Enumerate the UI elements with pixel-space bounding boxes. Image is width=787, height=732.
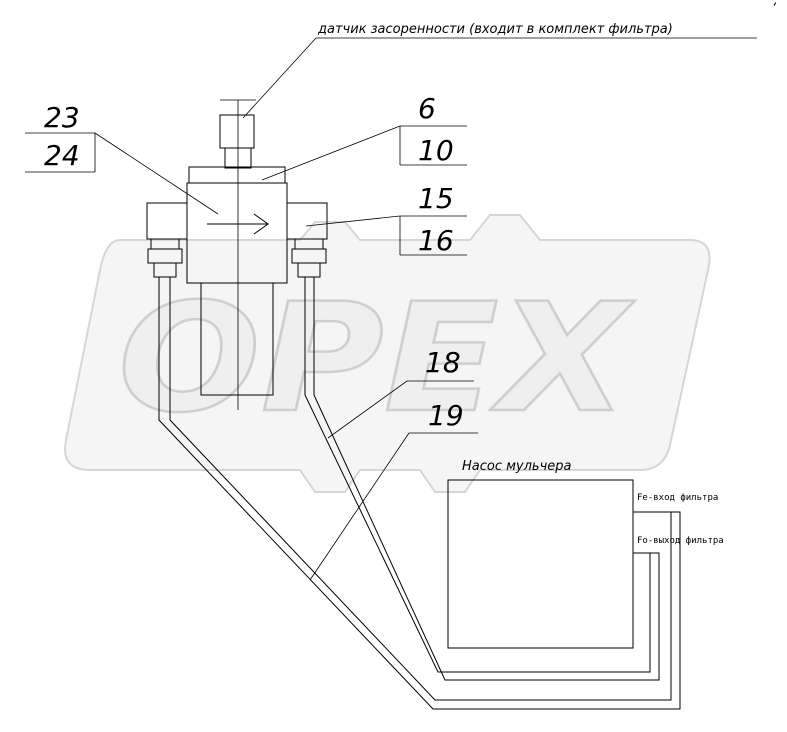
pump-label: Насос мульчера	[462, 459, 572, 474]
hose-right-line-inner	[304, 277, 651, 673]
callout-19-leader	[309, 432, 410, 581]
callout-6-leader	[261, 125, 401, 181]
callout-18-leader	[327, 380, 408, 439]
callout-23: 23	[44, 101, 80, 134]
mulcher-pump-box	[447, 479, 634, 649]
callout-24: 24	[44, 139, 80, 172]
watermark-logo: OPEX	[64, 214, 711, 493]
watermark-gear-shape	[64, 214, 711, 493]
port-out-label: Fo-выход фильтра	[637, 536, 724, 546]
callout-15: 15	[418, 182, 454, 215]
port-left-nipple	[153, 262, 177, 278]
callout-19: 19	[428, 399, 464, 432]
callout-18: 18	[425, 346, 461, 379]
corner-mark: ʻ	[772, 1, 777, 16]
callout-10: 10	[418, 134, 454, 167]
hose-left-return-line	[169, 277, 672, 701]
port-in-label: Fe-вход фильтра	[637, 493, 718, 503]
sensor-label: датчик засоренности (входит в комплект ф…	[317, 22, 673, 37]
callout-23-leader	[94, 132, 219, 215]
sensor-leader	[242, 37, 317, 119]
filter-cap	[188, 166, 286, 184]
filter-bowl	[200, 282, 274, 396]
watermark-text: OPEX	[118, 272, 635, 446]
callout-6: 6	[418, 92, 436, 125]
hose-right-line-outer	[313, 277, 660, 681]
port-right-nipple	[297, 262, 321, 278]
hose-left-pressure-line	[158, 277, 681, 710]
callout-15-leader	[305, 215, 401, 227]
flow-arrow-head	[253, 213, 269, 235]
clog-sensor-head	[219, 114, 255, 149]
callout-16: 16	[418, 224, 454, 257]
port-left-block	[146, 202, 188, 240]
